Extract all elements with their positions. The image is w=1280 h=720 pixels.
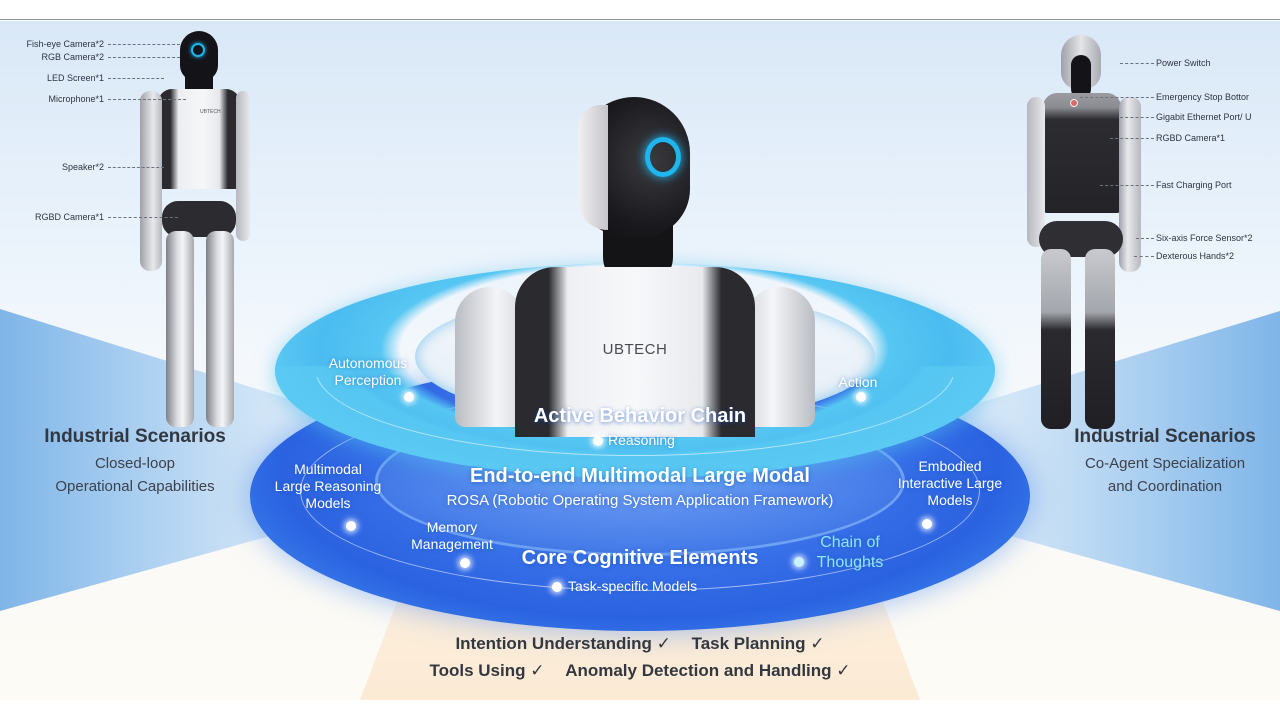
diagram-stage: UBTECH Fish-eye Camera*2 RGB Camera*2 LE… — [0, 21, 1280, 700]
robot-logo: UBTECH — [602, 341, 668, 358]
callout-speaker: Speaker*2 — [61, 162, 104, 172]
node-dot-perception — [404, 392, 414, 402]
emergency-stop-button-icon — [1070, 99, 1078, 107]
node-label-embodied-interactive: Embodied Interactive Large Models — [897, 458, 1003, 508]
callout-led-screen: LED Screen*1 — [46, 73, 104, 83]
node-dot-memory — [460, 558, 470, 568]
node-dot-reasoning — [593, 436, 603, 446]
callout-leader-line — [1110, 138, 1154, 139]
left-robot-front-view: UBTECH — [130, 31, 250, 427]
robot-logo: UBTECH — [200, 109, 221, 115]
callout-leader-line — [1120, 117, 1154, 118]
node-dot-chain-of-thoughts — [794, 557, 804, 567]
left-arm — [1027, 97, 1045, 247]
capability-intention-understanding: Intention Understanding ✓ — [455, 634, 671, 653]
node-label-task-specific-models: Task-specific Models — [568, 578, 698, 594]
node-dot-task-models — [552, 582, 562, 592]
right-scenario: Industrial Scenarios Co-Agent Specializa… — [1050, 426, 1280, 498]
callout-leader-line — [1120, 63, 1154, 64]
callout-leader-line — [108, 99, 186, 100]
node-label-memory-management: Memory Management — [411, 519, 493, 552]
callout-rgbd-camera: RGBD Camera*1 — [34, 212, 104, 222]
node-dot-action — [856, 392, 866, 402]
callout-leader-line — [108, 57, 180, 58]
left-leg — [166, 231, 194, 427]
callout-fast-charging-port: Fast Charging Port — [1156, 180, 1232, 190]
capability-tools-using: Tools Using ✓ — [429, 661, 545, 680]
capability-task-planning: Task Planning ✓ — [691, 634, 825, 653]
core-cognitive-elements-title: Core Cognitive Elements — [521, 547, 759, 569]
right-leg — [206, 231, 234, 427]
top-bar — [0, 0, 1280, 20]
callout-leader-line — [108, 167, 164, 168]
callout-fish-eye-camera: Fish-eye Camera*2 — [26, 39, 104, 49]
robot-backpack — [1043, 93, 1121, 213]
callout-leader-line — [1134, 256, 1154, 257]
right-scenario-description: Co-Agent Specialization and Coordination — [1084, 455, 1246, 495]
callout-rgb-camera: RGB Camera*2 — [41, 52, 104, 62]
eye-ring-icon — [645, 137, 681, 177]
node-label-autonomous-perception: Autonomous Perception — [328, 355, 408, 388]
callout-leader-line — [1100, 185, 1154, 186]
eye-ring-icon — [191, 43, 205, 57]
active-behavior-chain-title: Active Behavior Chain — [533, 405, 747, 427]
right-scenario-title: Industrial Scenarios — [1074, 426, 1256, 447]
callout-force-sensor: Six-axis Force Sensor*2 — [1156, 233, 1253, 243]
callout-emergency-stop: Emergency Stop Bottor — [1156, 92, 1250, 102]
left-scenario: Industrial Scenarios Closed-loop Operati… — [20, 426, 250, 498]
left-scenario-title: Industrial Scenarios — [44, 426, 226, 447]
robot-neck — [1071, 55, 1091, 99]
end-to-end-title: End-to-end Multimodal Large Modal — [470, 465, 810, 487]
callout-rgbd-camera-back: RGBD Camera*1 — [1156, 133, 1226, 143]
callout-leader-line — [108, 217, 178, 218]
callout-power-switch: Power Switch — [1156, 58, 1211, 68]
callout-dexterous-hands: Dexterous Hands*2 — [1156, 251, 1235, 261]
robot-torso — [158, 89, 240, 189]
left-arm — [140, 91, 162, 271]
right-arm — [1119, 97, 1141, 272]
callout-leader-line — [1136, 238, 1154, 239]
right-arm — [236, 91, 250, 241]
callout-microphone: Microphone*1 — [48, 94, 104, 104]
rosa-subtitle: ROSA (Robotic Operating System Applicati… — [446, 492, 834, 509]
robot-head-side-panel — [578, 105, 608, 230]
capabilities-list: Intention Understanding ✓ Task Planning … — [360, 630, 920, 684]
node-label-reasoning: Reasoning — [608, 432, 675, 448]
capabilities-row-1: Intention Understanding ✓ Task Planning … — [360, 630, 920, 657]
left-scenario-description: Closed-loop Operational Capabilities — [55, 455, 215, 495]
callout-leader-line — [108, 78, 164, 79]
capabilities-row-2: Tools Using ✓ Anomaly Detection and Hand… — [360, 657, 920, 684]
node-label-chain-of-thoughts: Chain of Thoughts — [816, 534, 884, 571]
node-label-multimodal-reasoning: Multimodal Large Reasoning Models — [274, 461, 382, 511]
callout-leader-line — [1080, 97, 1154, 98]
right-leg — [1085, 249, 1115, 429]
right-robot-back-view — [1025, 35, 1145, 429]
callout-leader-line — [108, 44, 180, 45]
node-dot-multimodal — [346, 521, 356, 531]
left-leg — [1041, 249, 1071, 429]
capability-anomaly-detection: Anomaly Detection and Handling ✓ — [565, 661, 851, 680]
node-dot-embodied — [922, 519, 932, 529]
node-label-action: Action — [838, 374, 878, 390]
callout-gigabit-ethernet: Gigabit Ethernet Port/ U — [1156, 112, 1252, 122]
